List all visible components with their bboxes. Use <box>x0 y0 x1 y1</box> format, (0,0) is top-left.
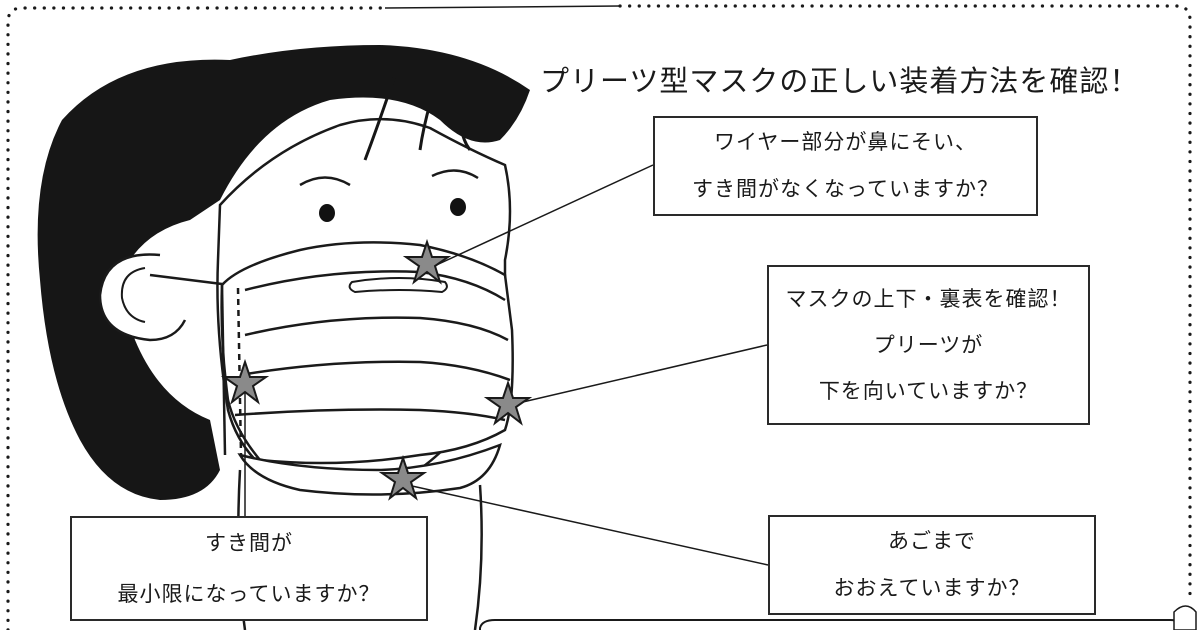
star-marker-icon <box>378 454 428 501</box>
callout-line: あごまで <box>888 529 976 553</box>
right-eye <box>450 198 466 216</box>
ear-inner <box>120 267 146 323</box>
page-title: プリーツ型マスクの正しい装着方法を確認！ <box>540 64 1140 98</box>
mask <box>220 241 514 496</box>
left-eyebrow <box>299 176 351 187</box>
right-eyebrow <box>431 169 479 180</box>
callout-line: おおえていますか？ <box>833 576 1031 600</box>
hair-back <box>37 45 530 500</box>
left-eye <box>319 204 335 222</box>
star-marker-icon <box>483 379 533 426</box>
star-markers <box>220 238 533 501</box>
callout-line: ワイヤー部分が鼻にそい、 <box>714 130 977 154</box>
callout-line: マスクの上下・裏表を確認！ <box>785 286 1072 311</box>
callout-nose-wire: ワイヤー部分が鼻にそい、 すき間がなくなっていますか？ <box>653 116 1038 216</box>
callout-side-gap: すき間が 最小限になっていますか？ <box>70 516 428 621</box>
callout-line: すき間が <box>205 530 293 555</box>
dotted-frame <box>6 4 1192 630</box>
callout-line: すき間がなくなっていますか？ <box>692 177 999 201</box>
star-marker-icon <box>402 238 452 285</box>
callout-line: 下を向いていますか？ <box>818 378 1039 403</box>
callout-line: 最小限になっていますか？ <box>117 581 381 606</box>
star-marker-icon <box>220 358 270 405</box>
ear <box>98 253 187 342</box>
corner-page-icon <box>1173 605 1197 630</box>
frame-top-gap-line <box>384 5 621 9</box>
bottom-note-box <box>479 619 1185 630</box>
fringe-strands <box>363 71 472 161</box>
callout-orientation: マスクの上下・裏表を確認！ プリーツが 下を向いていますか？ <box>767 265 1090 425</box>
leader-lines <box>244 164 769 566</box>
callout-line: プリーツが <box>873 332 984 357</box>
callout-chin-cover: あごまで おおえていますか？ <box>768 515 1096 615</box>
